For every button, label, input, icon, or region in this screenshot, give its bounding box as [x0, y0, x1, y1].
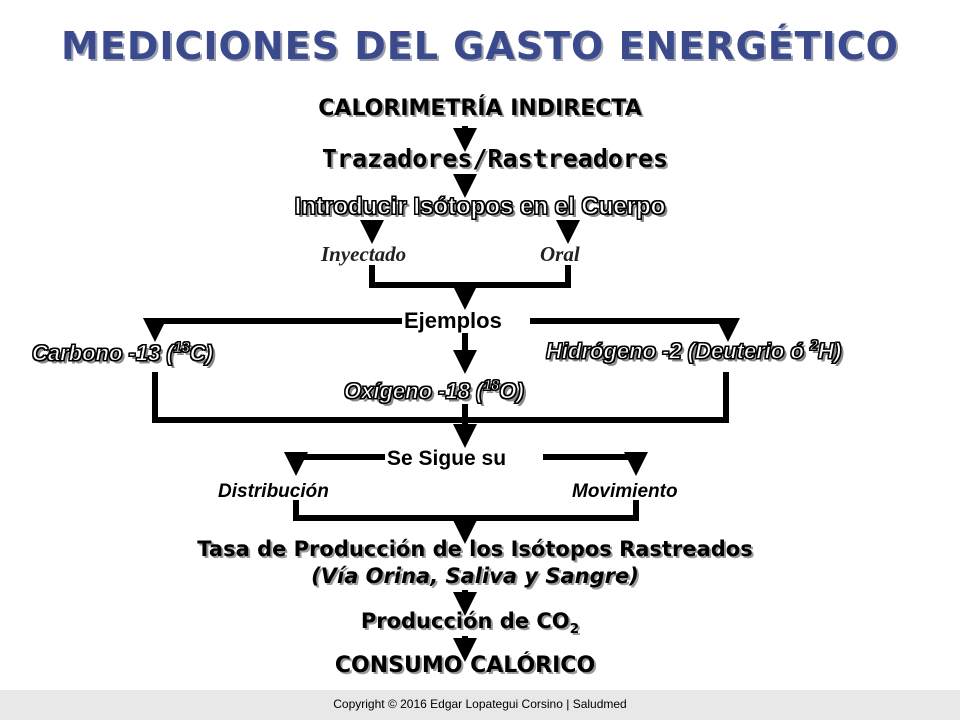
oxigeno-mass: 18	[483, 378, 500, 395]
calorimetria-label: CALORIMETRÍA INDIRECTA	[318, 96, 642, 121]
oxigeno-18-label: Oxígeno -18 (18O)	[343, 378, 524, 404]
carbono-mass: 13	[173, 340, 190, 357]
oral-label: Oral	[540, 242, 580, 266]
carbono-13-label: Carbono -13 (13C)	[32, 340, 214, 366]
inyectado-label: Inyectado	[321, 242, 407, 266]
consumo-calorico-label: CONSUMO CALÓRICO	[334, 653, 596, 678]
bracket-examples	[152, 372, 729, 423]
carbono-text: Carbono -13 (	[32, 340, 175, 366]
movimiento-label: Movimiento	[572, 481, 678, 502]
bracket-administration	[369, 265, 571, 288]
produccion-text: Producción de CO	[360, 609, 570, 633]
copyright-text: Copyright © 2016 Edgar Lopategui Corsino…	[333, 697, 627, 711]
page-title: MEDICIONES DEL GASTO ENERGÉTICO	[61, 24, 899, 68]
se-sigue-label: Se Sigue su	[387, 447, 507, 470]
trazadores-label: Trazadores/Rastreadores	[321, 144, 669, 173]
distribucion-label: Distribución	[218, 481, 329, 502]
branch-right-hidrogeno	[530, 318, 740, 342]
footer-bar	[0, 690, 960, 720]
hidrogeno-mass: 2	[810, 338, 819, 355]
introducir-label: Introducir Isótopos en el Cuerpo	[294, 193, 666, 221]
produccion-co2-label: Producción de CO2	[0, 609, 940, 637]
ejemplos-label: Ejemplos	[404, 308, 502, 333]
produccion-subscript: 2	[569, 621, 580, 638]
hidrogeno-text: Hidrógeno -2 (Deuterio ó	[546, 338, 810, 364]
branch-left-carbono	[143, 318, 402, 342]
branch-left-distribucion	[284, 452, 385, 476]
hidrogeno-2-label: Hidrógeno -2 (Deuterio ó 2H)	[546, 338, 842, 364]
tasa-label-line1: Tasa de Producción de los Isótopos Rastr…	[197, 537, 753, 561]
tasa-label-line2: (Vía Orina, Saliva y Sangre)	[311, 564, 639, 588]
hidrogeno-element: H)	[817, 338, 842, 364]
branch-right-movimiento	[543, 452, 648, 476]
oxigeno-element: O)	[499, 378, 524, 404]
oxigeno-text: Oxígeno -18 (	[343, 378, 484, 404]
carbono-element: C)	[189, 340, 213, 366]
